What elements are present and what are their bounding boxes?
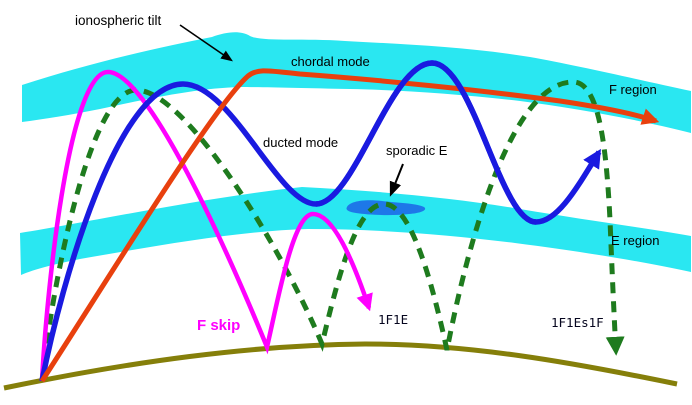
label-1f1es1f: 1F1Es1F [551,315,604,330]
sporadic-e-patch [346,200,426,216]
ionospheric-tilt-arrow [179,24,233,62]
label-chordal-mode: chordal mode [291,54,370,69]
label-ionospheric-tilt: ionospheric tilt [75,13,162,28]
e-region-band [20,187,691,275]
label-e-region: E region [611,233,660,248]
ducted-mode-ray-overlay [315,60,537,225]
label-1f1e: 1F1E [378,312,409,327]
f-region-band [22,32,691,133]
sporadic-e-arrow [389,163,404,197]
earth-surface [3,341,678,391]
label-f-region: F region [609,82,657,97]
f-skip-ray [39,69,373,382]
label-f-skip: F skip [197,317,241,334]
label-sporadic-e: sporadic E [386,143,448,158]
chordal-mode-ray [39,68,660,383]
label-ducted-mode: ducted mode [263,135,339,150]
